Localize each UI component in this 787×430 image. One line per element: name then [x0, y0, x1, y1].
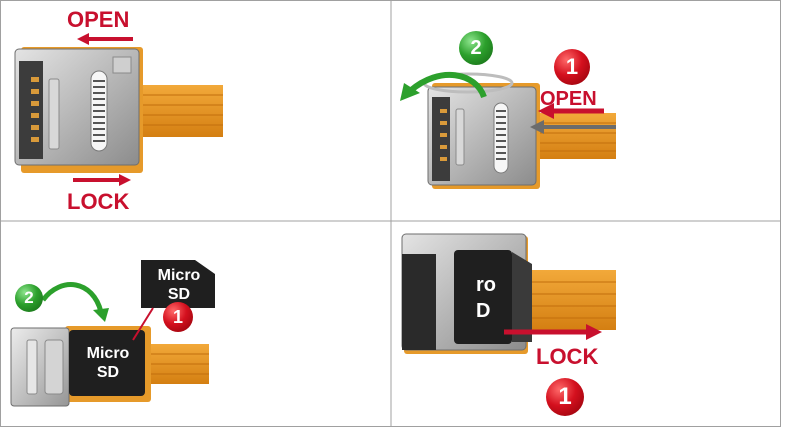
- open-label: OPEN: [540, 88, 597, 110]
- panel-lock-step: ro D LOCK 1: [392, 222, 780, 426]
- socket-illustration: [401, 233, 616, 354]
- card-line1: ro: [476, 274, 496, 296]
- socket-illustration: [10, 260, 215, 407]
- step-1-badge: 1: [546, 378, 584, 416]
- card-line2: SD: [167, 286, 191, 303]
- card-partial-label: ro D: [462, 272, 506, 324]
- microsd-card-label: Micro SD: [147, 266, 211, 304]
- step-1-badge: 1: [163, 302, 193, 332]
- card-line2: D: [476, 300, 491, 322]
- panel-open-step: 1 2 OPEN: [392, 1, 780, 220]
- panel-open-lock-directions: OPEN LOCK: [1, 1, 390, 220]
- card-line1: Micro: [86, 345, 130, 362]
- rotate-arrow: [408, 71, 487, 99]
- socket-illustration: [14, 33, 223, 186]
- socket-illustration: [400, 71, 616, 189]
- card-line1: Micro: [157, 267, 201, 284]
- open-label: OPEN: [67, 7, 130, 32]
- lock-label: LOCK: [536, 344, 599, 369]
- inserted-card-label: Micro SD: [73, 344, 143, 382]
- step-2-badge: 2: [15, 284, 43, 312]
- lock-label: LOCK: [67, 189, 130, 214]
- step-1-badge: 1: [554, 49, 590, 85]
- step-2-badge: 2: [459, 31, 493, 65]
- rotate-arrow: [41, 282, 104, 313]
- card-line2: SD: [96, 364, 120, 381]
- panel-insert-card: Micro SD Micro SD 1 2: [1, 222, 390, 426]
